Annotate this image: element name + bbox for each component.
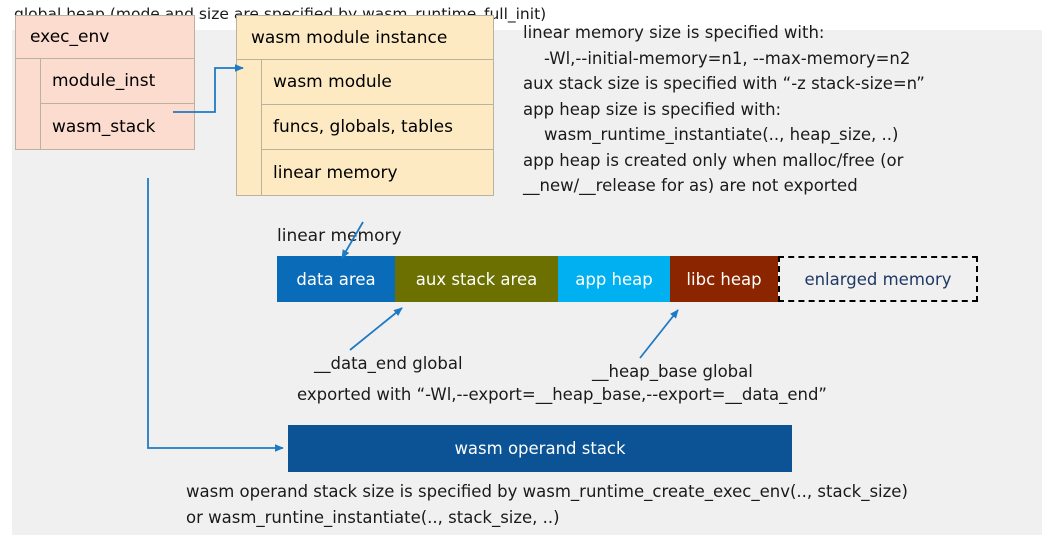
memory-segment-app-heap: app heap xyxy=(558,256,670,302)
linear-memory-notes: linear memory size is specified with: -W… xyxy=(523,23,925,195)
data-end-annotation: __data_end global xyxy=(314,354,463,373)
exec-env-gutter xyxy=(16,59,41,149)
memory-segment-libc-heap: libc heap xyxy=(670,256,778,302)
exec-env-box: exec_env module_inst wasm_stack xyxy=(15,15,195,150)
wasm-module-instance-body: wasm module funcs, globals, tables linea… xyxy=(237,60,493,195)
heap-base-annotation: __heap_base global xyxy=(592,362,753,381)
module-row-wasm-module: wasm module xyxy=(262,60,493,105)
wasm-operand-stack-bar: wasm operand stack xyxy=(288,425,792,472)
memory-segment-aux-stack-area: aux stack area xyxy=(395,256,558,302)
memory-segment-data-area: data area xyxy=(277,256,395,302)
exec-env-row-module-inst: module_inst xyxy=(41,59,194,104)
memory-segment-enlarged-memory: enlarged memory xyxy=(778,256,978,302)
module-row-funcs-globals-tables: funcs, globals, tables xyxy=(262,105,493,150)
wasm-module-instance-rows: wasm module funcs, globals, tables linea… xyxy=(262,60,493,195)
operand-stack-notes: wasm operand stack size is specified by … xyxy=(186,482,908,527)
wasm-module-instance-box: wasm module instance wasm module funcs, … xyxy=(236,15,494,196)
module-row-linear-memory: linear memory xyxy=(262,150,493,195)
exec-env-body: module_inst wasm_stack xyxy=(16,59,194,149)
exec-env-row-wasm-stack: wasm_stack xyxy=(41,104,194,149)
exec-env-rows: module_inst wasm_stack xyxy=(41,59,194,149)
wasm-module-instance-gutter xyxy=(237,60,262,195)
exec-env-header: exec_env xyxy=(16,16,194,59)
wasm-module-instance-header: wasm module instance xyxy=(237,16,493,60)
export-flags-annotation: exported with “-Wl,--export=__heap_base,… xyxy=(297,385,827,404)
linear-memory-caption: linear memory xyxy=(277,226,402,246)
